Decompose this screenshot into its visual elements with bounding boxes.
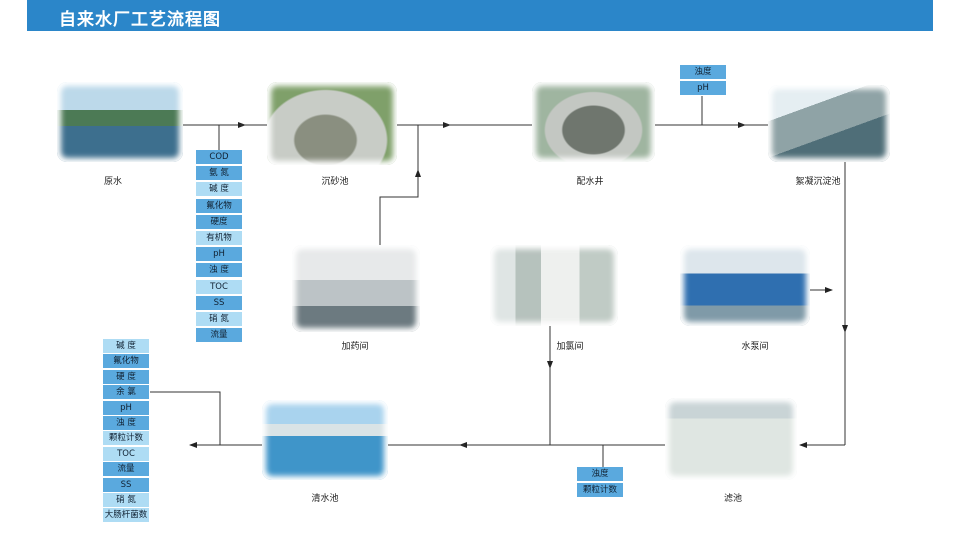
param-tag: 碱 度 xyxy=(103,339,149,353)
param-tag: 氨 氮 xyxy=(196,166,242,181)
param-tag: TOC xyxy=(103,446,149,461)
param-tag: 硝 氮 xyxy=(196,312,242,326)
param-tag: 流量 xyxy=(196,328,242,343)
clear-water-tank-photo xyxy=(262,400,388,480)
param-tag: 有机物 xyxy=(196,231,242,245)
param-tag: 流量 xyxy=(103,462,149,477)
param-tag: 余 氯 xyxy=(103,385,149,400)
param-tag: 浊度 xyxy=(577,467,623,481)
param-tag: pH xyxy=(103,400,149,415)
param-tag: 碱 度 xyxy=(196,182,242,197)
param-tag: 硝 氮 xyxy=(103,493,149,507)
distribution-well-photo xyxy=(532,82,655,162)
label-dist: 配水井 xyxy=(576,177,604,187)
param-tag: 颗粒计数 xyxy=(103,431,149,446)
param-tag: 浊 度 xyxy=(196,263,242,278)
label-dosing: 加药间 xyxy=(341,342,369,352)
param-tag: 颗粒计数 xyxy=(577,483,623,497)
dosing-room-photo xyxy=(292,245,420,332)
title-bar: 自来水厂工艺流程图 xyxy=(27,0,933,31)
param-tag: pH xyxy=(680,81,726,95)
param-tag: SS xyxy=(103,477,149,492)
label-raw: 原水 xyxy=(103,177,123,187)
chlorination-room-photo xyxy=(490,245,618,326)
param-tag: 氟化物 xyxy=(103,354,149,369)
label-floc: 絮凝沉淀池 xyxy=(795,177,841,187)
param-tag: 大肠杆菌数 xyxy=(103,508,149,523)
param-tag: COD xyxy=(196,150,242,164)
param-tag: 浊度 xyxy=(680,65,726,79)
label-filter: 滤池 xyxy=(723,494,743,504)
page-title: 自来水厂工艺流程图 xyxy=(59,10,221,30)
flocculation-tank-photo xyxy=(768,85,890,162)
param-tag: 硬度 xyxy=(196,214,242,229)
flow-dosing xyxy=(379,172,419,245)
label-pump: 水泵间 xyxy=(741,342,769,352)
param-tag: SS xyxy=(196,295,242,310)
pump-room-photo xyxy=(680,245,810,326)
param-tag: 浊 度 xyxy=(103,416,149,430)
raw-water-photo xyxy=(57,82,183,162)
param-tag: TOC xyxy=(196,279,242,294)
filter-photo xyxy=(665,398,797,480)
label-clear: 清水池 xyxy=(311,494,339,504)
label-grit: 沉砂池 xyxy=(321,177,349,187)
label-chlorine: 加氯间 xyxy=(556,342,584,352)
param-tag: 硬 度 xyxy=(103,369,149,384)
param-tag: 氟化物 xyxy=(196,198,242,213)
grit-chamber-photo xyxy=(267,82,397,165)
param-tag: pH xyxy=(196,247,242,262)
